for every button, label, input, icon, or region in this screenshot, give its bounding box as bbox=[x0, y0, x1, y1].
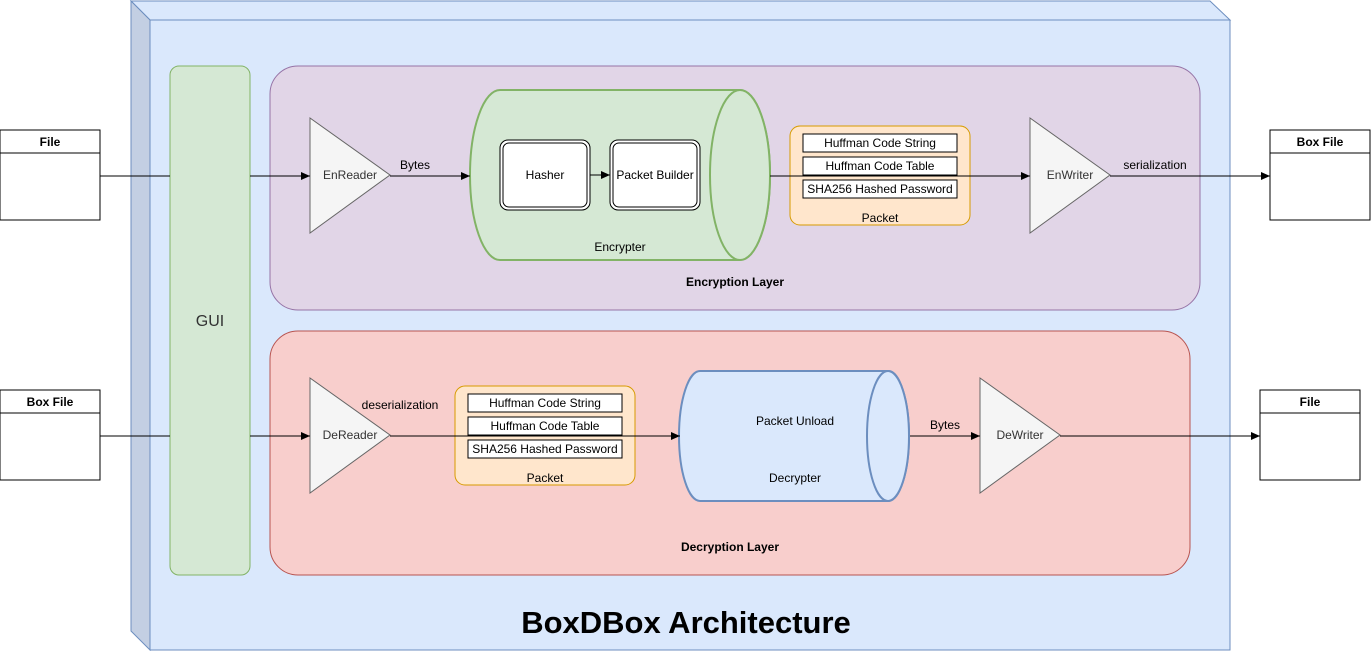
external-file-left-top-label: File bbox=[40, 135, 61, 149]
encryption-packet-field bbox=[802, 133, 958, 153]
enreader-label: EnReader bbox=[323, 168, 377, 182]
decryption-packet-field-label: SHA256 Hashed Password bbox=[472, 442, 617, 456]
encryption-packet-field-label: Huffman Code String bbox=[824, 136, 936, 150]
decrypter-cylinder bbox=[678, 370, 910, 502]
external-file-right-top: Box File bbox=[1269, 129, 1371, 221]
decrypter-label: Decrypter bbox=[769, 471, 821, 485]
external-file-left-bottom: Box File bbox=[0, 389, 101, 481]
encrypter-cylinder bbox=[469, 89, 771, 261]
container-side-face bbox=[130, 0, 151, 651]
decryption-packet-field bbox=[467, 439, 623, 459]
encryption-layer-label: Encryption Layer bbox=[686, 275, 784, 289]
gui-panel bbox=[169, 65, 251, 576]
decryption-layer-label: Decryption Layer bbox=[681, 540, 779, 554]
encryption-packet-field bbox=[802, 179, 958, 199]
external-file-right-top-label: Box File bbox=[1297, 135, 1344, 149]
diagram-title: BoxDBox Architecture bbox=[521, 605, 851, 640]
encrypter-label: Encrypter bbox=[594, 240, 645, 254]
external-file-right-bottom: File bbox=[1259, 389, 1361, 481]
decryption-packet-field bbox=[467, 416, 623, 436]
decryption-packet-field-label: Huffman Code String bbox=[489, 396, 601, 410]
encryption-packet-field-label: SHA256 Hashed Password bbox=[807, 182, 952, 196]
serialization-label: serialization bbox=[1123, 158, 1186, 172]
external-file-right-bottom-label: File bbox=[1300, 395, 1321, 409]
decryption-packet-field bbox=[467, 393, 623, 413]
dereader-label: DeReader bbox=[323, 428, 378, 442]
packet-builder-node bbox=[609, 139, 701, 211]
decryption-packet-label: Packet bbox=[527, 471, 564, 485]
deserialization-label: deserialization bbox=[362, 398, 439, 412]
external-file-left-top: File bbox=[0, 129, 101, 221]
container-top-face bbox=[129, 0, 1232, 21]
hasher-label: Hasher bbox=[526, 168, 565, 182]
enwriter-label: EnWriter bbox=[1047, 168, 1093, 182]
encryption-packet-field bbox=[802, 156, 958, 176]
bytes-label-encryption: Bytes bbox=[400, 158, 430, 172]
gui-label: GUI bbox=[196, 313, 224, 330]
packet-unload-label: Packet Unload bbox=[756, 414, 834, 428]
encryption-packet-field-label: Huffman Code Table bbox=[826, 159, 935, 173]
encryption-packet-label: Packet bbox=[862, 211, 899, 225]
decryption-packet-field-label: Huffman Code Table bbox=[491, 419, 600, 433]
packet-builder-label: Packet Builder bbox=[616, 168, 693, 182]
external-file-left-bottom-label: Box File bbox=[27, 395, 74, 409]
dewriter-label: DeWriter bbox=[996, 428, 1043, 442]
bytes-label-decryption: Bytes bbox=[930, 418, 960, 432]
